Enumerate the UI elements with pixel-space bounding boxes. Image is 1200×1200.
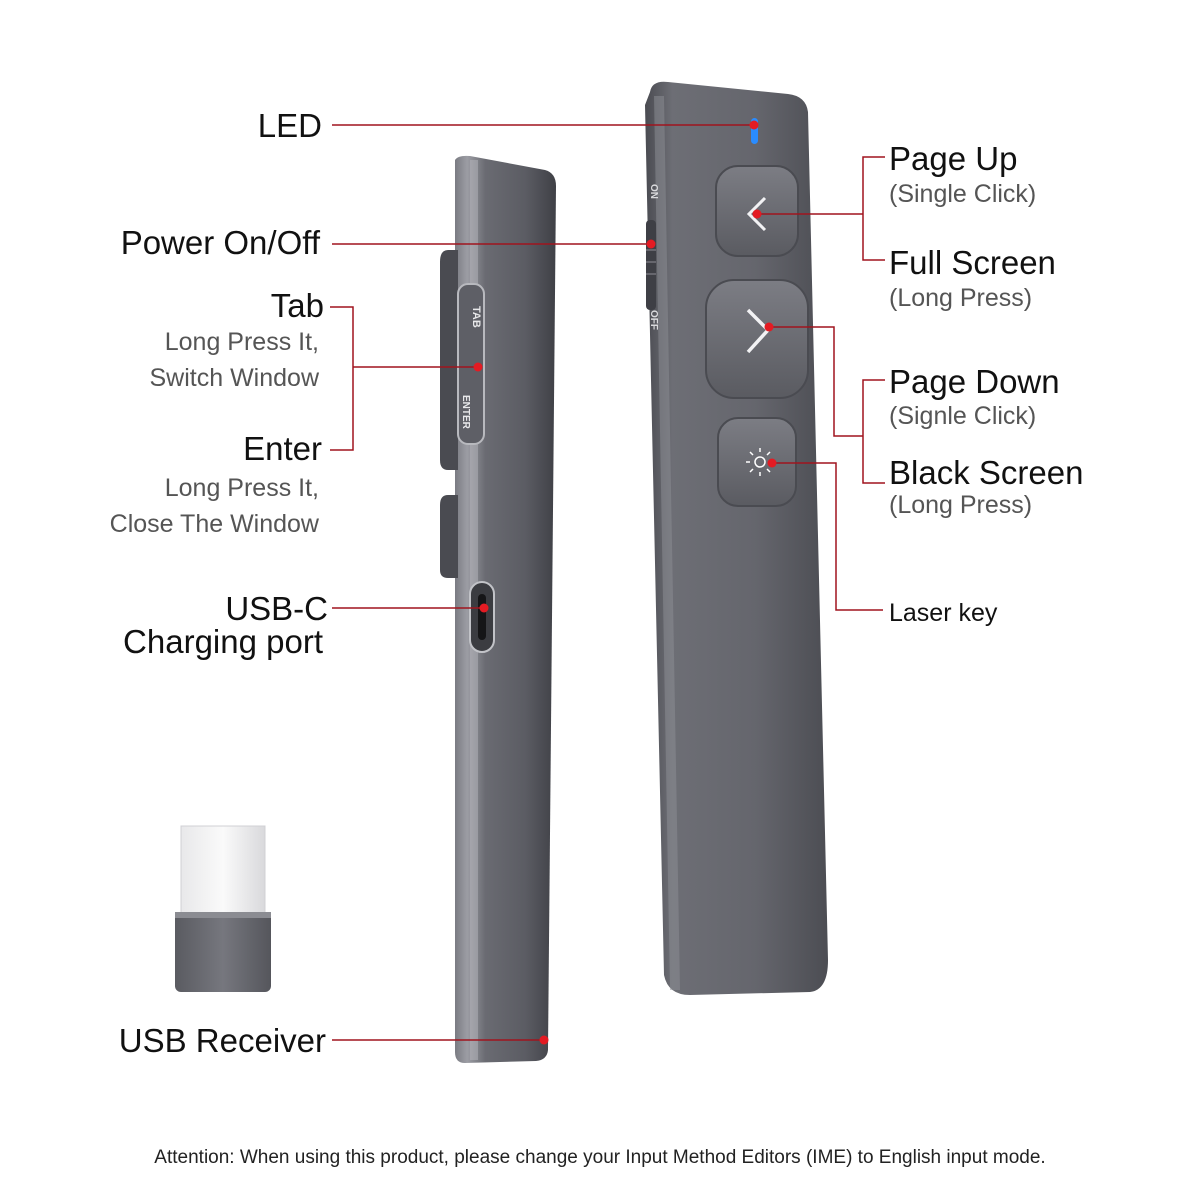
black-screen-sub: (Long Press) [889,491,1033,519]
tab-label: Tab [270,287,324,324]
side-enter-marking: ENTER [460,395,471,430]
page-up-sub: (Single Click) [889,180,1037,208]
leader-lines [330,124,885,1041]
led-label: LED [257,107,322,144]
laser-icon [746,448,774,476]
on-marking: ON [648,184,659,199]
page-down-label: Page Down [889,363,1060,400]
page-up-label: Page Up [889,140,1018,177]
chevron-left-icon [746,196,767,232]
page-down-button[interactable] [705,279,809,399]
laser-key-label: Laser key [889,599,998,627]
usbc-label-line-1: USB-C [225,590,328,627]
tab-desc-line-1: Long Press It, [164,328,319,356]
power-label: Power On/Off [120,224,320,261]
tab-desc-line-2: Switch Window [149,364,320,392]
usb-c-port-shape [469,581,495,653]
usbc-label-line-2: Charging port [123,623,323,660]
laser-button[interactable] [717,417,797,507]
off-marking: OFF [648,310,659,330]
marker-dots [473,120,777,1045]
full-screen-sub: (Long Press) [889,284,1033,312]
front-view-device: ON OFF [645,81,828,995]
side-view-device: TAB ENTER [440,155,556,1064]
usb-receiver-label: USB Receiver [118,1022,326,1059]
page-down-sub: (Signle Click) [889,402,1037,430]
enter-desc-line-2: Close The Window [109,510,319,538]
power-switch[interactable] [646,220,656,310]
side-tab-marking: TAB [470,306,482,328]
enter-desc-line-1: Long Press It, [164,474,319,502]
full-screen-label: Full Screen [889,244,1056,281]
side-lower-button [440,495,458,578]
tab-enter-rocker[interactable] [440,250,485,470]
usb-receiver-dongle [175,825,271,992]
attention-note: Attention: When using this product, plea… [154,1147,1046,1168]
black-screen-label: Black Screen [889,454,1084,491]
enter-label: Enter [243,430,322,467]
